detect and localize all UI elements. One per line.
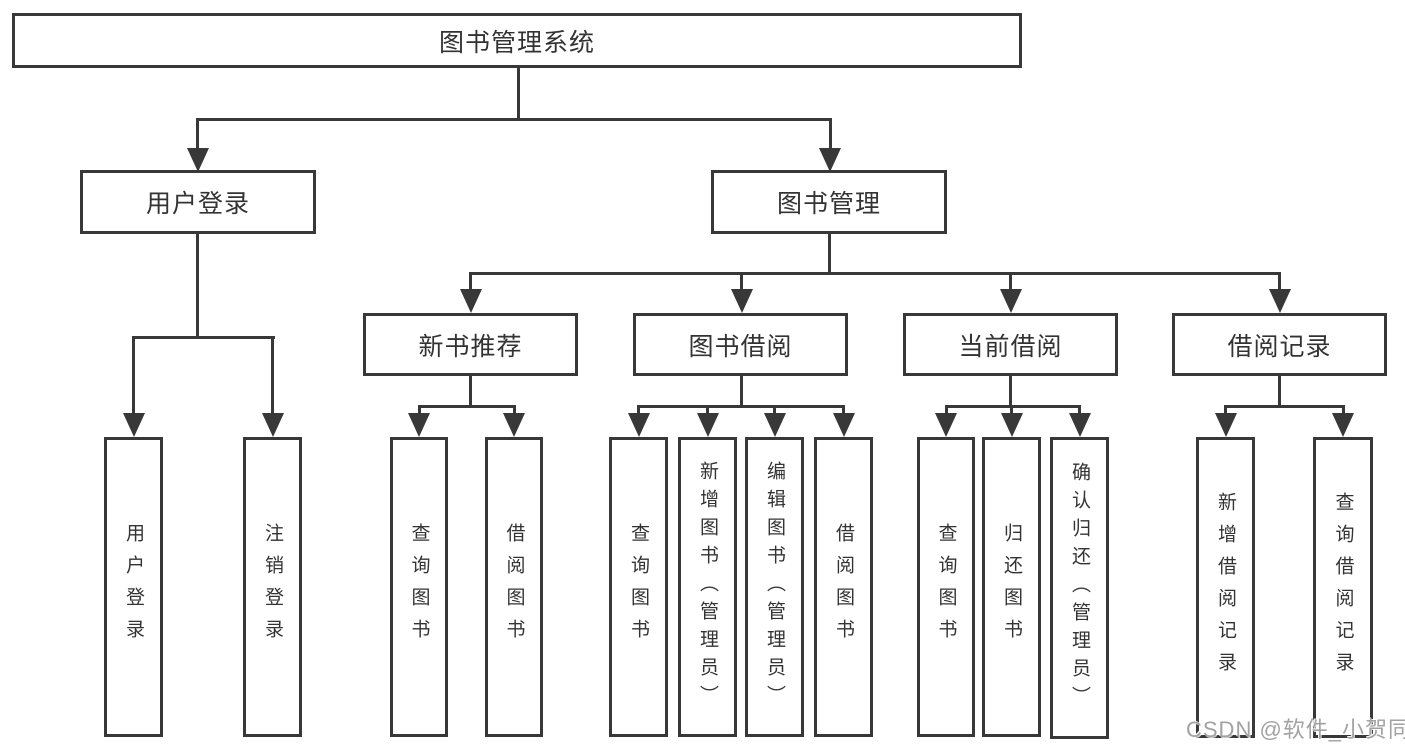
leaf-label: 查询图书	[408, 523, 430, 651]
connector-to-new-book	[469, 272, 472, 291]
leaf-query-borrowing-record: 查询借阅记录	[1313, 437, 1373, 738]
connector-stub	[512, 405, 516, 414]
node-new-book-recommendation: 新书推荐	[363, 313, 578, 376]
node-library-management-system: 图书管理系统	[12, 13, 1022, 68]
connector-book-borrowing-stem	[740, 375, 743, 407]
leaf-label: 新增图书（管理员）	[697, 461, 718, 713]
connector-to-current-borrowing	[1009, 272, 1012, 291]
leaf-label: 查询图书	[935, 523, 957, 651]
connector-to-book-management	[828, 118, 832, 151]
connector-root-split	[196, 118, 832, 121]
connector-to-user-login	[196, 118, 199, 151]
leaf-borrow-books-borrowing: 借阅图书	[814, 437, 873, 737]
connector-book-borrowing-split	[637, 405, 845, 408]
arrow-down-icon	[999, 289, 1022, 313]
connector-borrowing-records-stem	[1278, 375, 1281, 407]
connector-to-leaf-logout	[271, 336, 274, 415]
connector-new-book-stem	[469, 375, 472, 407]
leaf-add-borrowing-record: 新增借阅记录	[1196, 437, 1255, 738]
connector-to-borrowing-records	[1278, 272, 1281, 291]
csdn-watermark: CSDN @软件_小贺同学	[1186, 717, 1405, 742]
leaf-user-login: 用户登录	[104, 437, 163, 737]
leaf-query-books-recommend: 查询图书	[390, 437, 448, 737]
leaf-query-books-current: 查询图书	[917, 437, 975, 737]
leaf-query-books-borrowing: 查询图书	[609, 437, 668, 737]
arrow-down-icon	[935, 413, 957, 437]
leaf-logout-login: 注销登录	[243, 437, 302, 737]
connector-stub	[637, 405, 640, 414]
arrow-down-icon	[408, 413, 430, 437]
connector-stub	[773, 405, 776, 414]
arrow-down-icon	[1068, 413, 1091, 437]
connector-to-book-borrowing	[740, 272, 743, 291]
connector-stub	[417, 405, 421, 414]
leaf-label: 用户登录	[123, 523, 144, 651]
leaf-edit-books-admin: 编辑图书（管理员）	[745, 437, 804, 737]
node-user-login: 用户登录	[80, 170, 316, 234]
arrow-down-icon	[730, 289, 753, 313]
connector-stub	[706, 405, 709, 414]
connector-stub	[1341, 405, 1345, 414]
connector-book-management-split	[469, 272, 1281, 275]
connector-user-login-split	[132, 336, 275, 339]
leaf-label: 借阅图书	[833, 523, 854, 651]
connector-stub	[842, 405, 845, 414]
connector-stub	[944, 405, 948, 414]
leaf-label: 新增借阅记录	[1215, 491, 1236, 684]
connector-book-management-stem	[827, 231, 831, 275]
arrow-down-icon	[1214, 413, 1237, 437]
leaf-borrow-books-recommend: 借阅图书	[485, 437, 543, 737]
leaf-label: 借阅图书	[503, 523, 525, 651]
leaf-label: 编辑图书（管理员）	[764, 461, 785, 713]
connector-root-stem	[516, 68, 520, 121]
node-book-borrowing: 图书借阅	[633, 313, 848, 376]
connector-current-borrowing-stem	[1009, 375, 1012, 407]
connector-stub	[1078, 405, 1081, 414]
connector-to-leaf-user-login	[132, 336, 135, 415]
connector-user-login-stem	[196, 231, 199, 336]
arrow-down-icon	[459, 289, 482, 313]
connector-stub	[1224, 405, 1227, 414]
connector-borrowing-records-split	[1224, 405, 1345, 408]
leaf-return-books: 归还图书	[982, 437, 1041, 737]
arrow-down-icon	[832, 413, 855, 437]
leaf-label: 注销登录	[262, 523, 283, 651]
leaf-label: 查询借阅记录	[1332, 491, 1354, 684]
node-current-borrowing: 当前借阅	[903, 313, 1118, 376]
arrow-down-icon	[627, 413, 650, 437]
arrow-down-icon	[819, 148, 841, 172]
arrow-down-icon	[503, 413, 525, 437]
node-borrowing-records: 借阅记录	[1172, 313, 1387, 376]
arrow-down-icon	[1000, 413, 1023, 437]
arrow-down-icon	[261, 413, 284, 437]
arrow-down-icon	[1332, 413, 1354, 437]
arrow-down-icon	[763, 413, 786, 437]
leaf-add-books-admin: 新增图书（管理员）	[678, 437, 737, 737]
leaf-label: 查询图书	[628, 523, 649, 651]
arrow-down-icon	[186, 148, 209, 172]
node-book-management: 图书管理	[711, 170, 947, 234]
leaf-label: 确认归还（管理员）	[1069, 462, 1090, 714]
arrow-down-icon	[122, 413, 145, 437]
leaf-confirm-return-admin: 确认归还（管理员）	[1050, 437, 1109, 739]
arrow-down-icon	[696, 413, 719, 437]
arrow-down-icon	[1268, 289, 1291, 313]
leaf-label: 归还图书	[1001, 523, 1022, 651]
connector-new-book-split	[417, 405, 516, 408]
connector-stub	[1010, 405, 1013, 414]
